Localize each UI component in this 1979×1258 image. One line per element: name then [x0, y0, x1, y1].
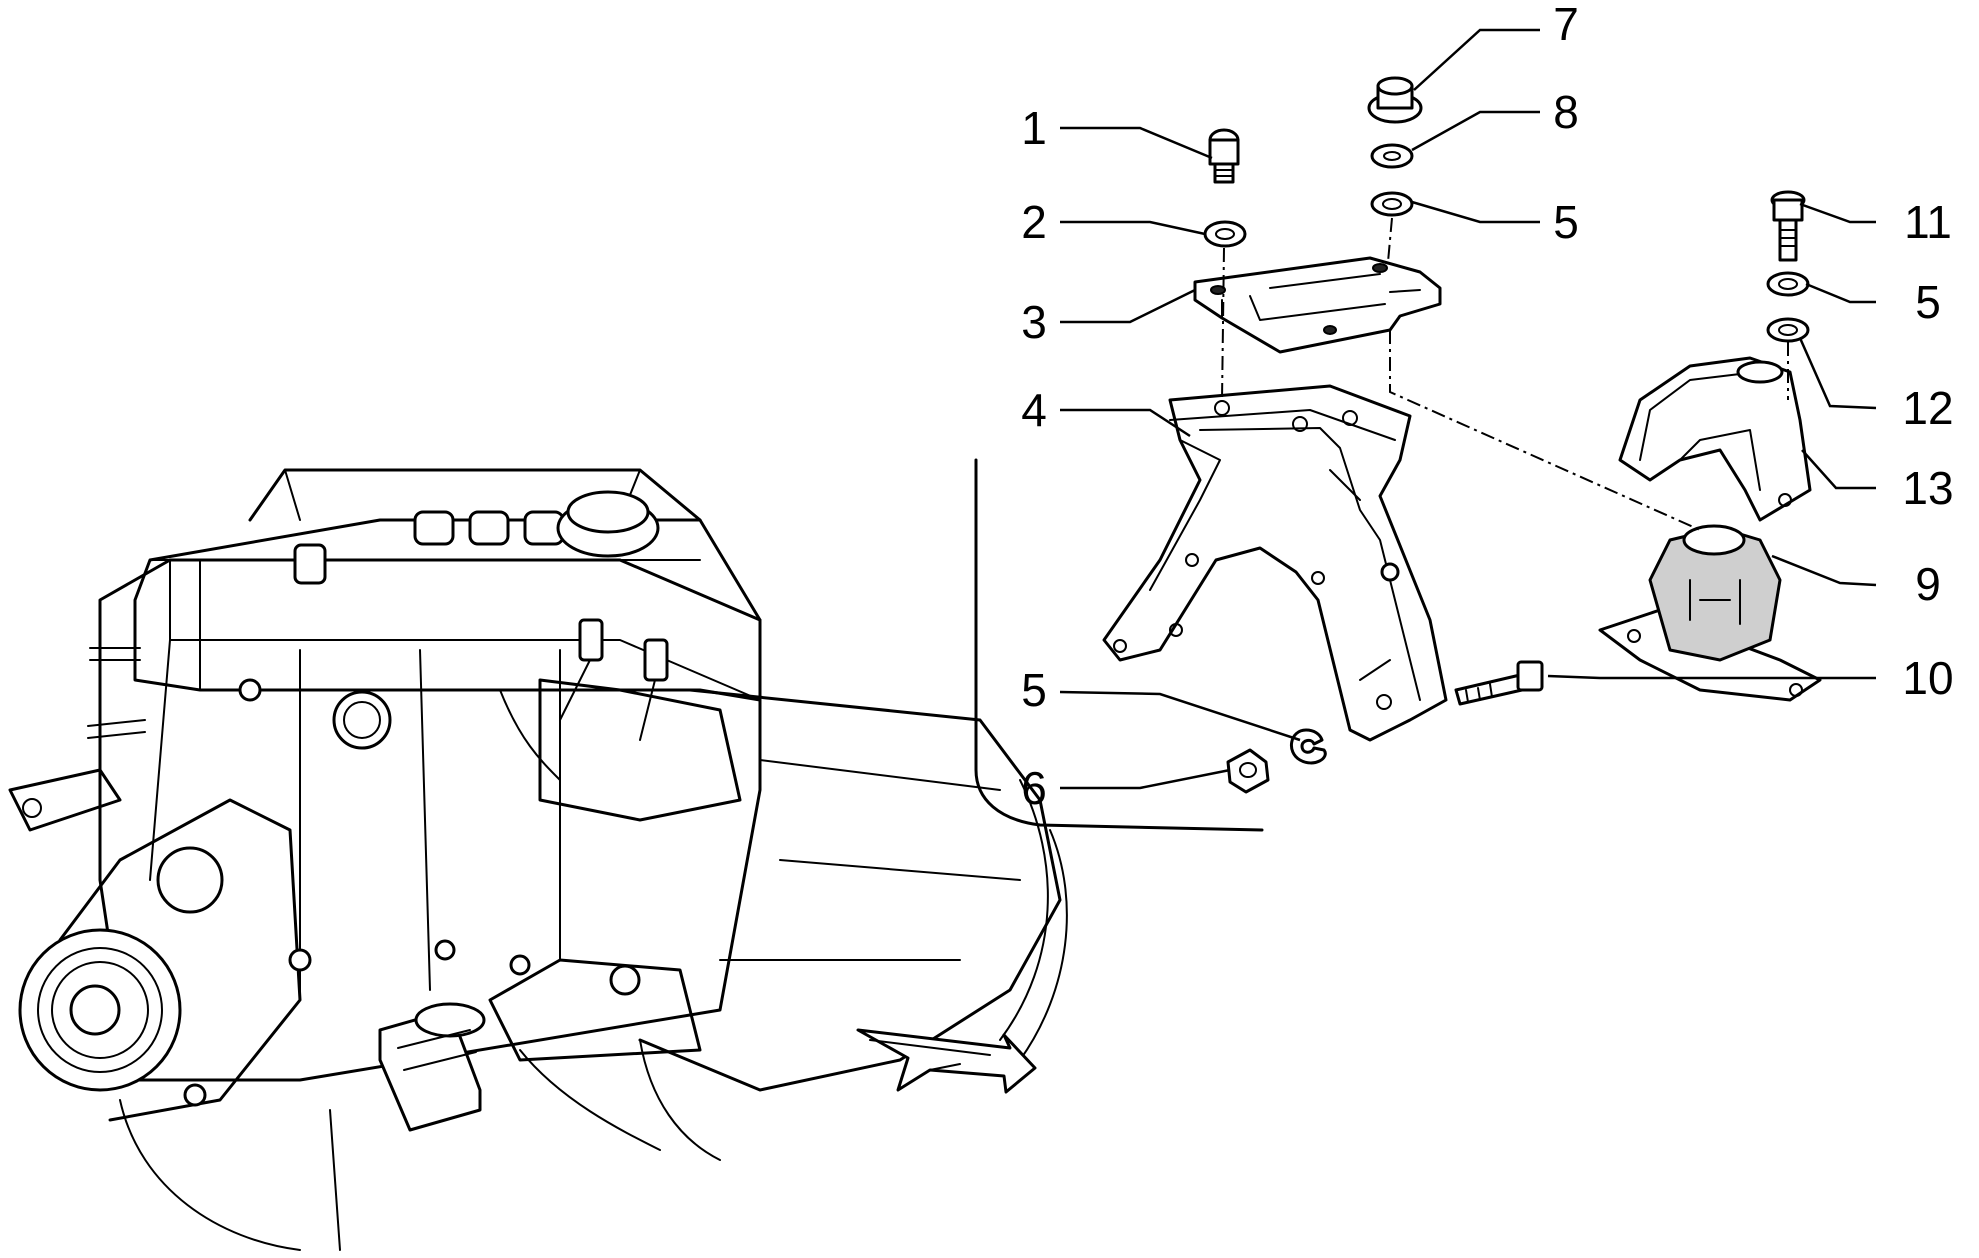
- part-2-washer: [1203, 220, 1247, 248]
- part-8-split-washer: [1370, 143, 1414, 169]
- part-6-nut: [1226, 748, 1270, 794]
- callout-8: 8: [1553, 86, 1579, 138]
- callout-12: 12: [1902, 382, 1953, 434]
- part-9-rubber-mount: [1598, 524, 1822, 702]
- part-7-flange-nut: [1367, 76, 1423, 124]
- callout-3: 3: [1021, 296, 1047, 348]
- callout-4: 4: [1021, 384, 1047, 436]
- callout-9: 9: [1915, 558, 1941, 610]
- callout-10: 10: [1902, 652, 1953, 704]
- callout-11: 11: [1904, 196, 1952, 248]
- part-5-washer-upper: [1370, 191, 1414, 217]
- arrow-right-icon: [856, 1028, 1037, 1094]
- callout-1: 1: [1021, 102, 1047, 154]
- part-4-main-bracket: [1102, 384, 1448, 742]
- alignment-lines: [1221, 217, 1789, 531]
- callout-5-lower: 5: [1021, 664, 1047, 716]
- leader-lines: [1059, 28, 1877, 790]
- callout-6: 6: [1021, 762, 1047, 814]
- callout-5-middle: 5: [1553, 196, 1579, 248]
- callout-labels: 1 2 3 4 5 6 7 8 5 11 5 12 13 9 10: [1021, 0, 1953, 814]
- part-5-split-washer-lower: [1290, 728, 1327, 765]
- part-3-upper-bracket: [1193, 256, 1442, 354]
- part-5-washer-right: [1766, 271, 1810, 297]
- part-12-washer: [1766, 317, 1810, 343]
- engine-assembly: [8, 468, 1068, 1251]
- callout-5-right: 5: [1915, 276, 1941, 328]
- part-11-bolt: [1770, 190, 1806, 262]
- group-boundary-line: [974, 458, 1264, 832]
- part-13-u-bracket: [1618, 356, 1812, 522]
- part-1-bolt: [1208, 128, 1240, 184]
- callout-13: 13: [1902, 462, 1953, 514]
- callout-2: 2: [1021, 196, 1047, 248]
- callout-7: 7: [1553, 0, 1579, 50]
- part-10-long-bolt: [1454, 660, 1544, 706]
